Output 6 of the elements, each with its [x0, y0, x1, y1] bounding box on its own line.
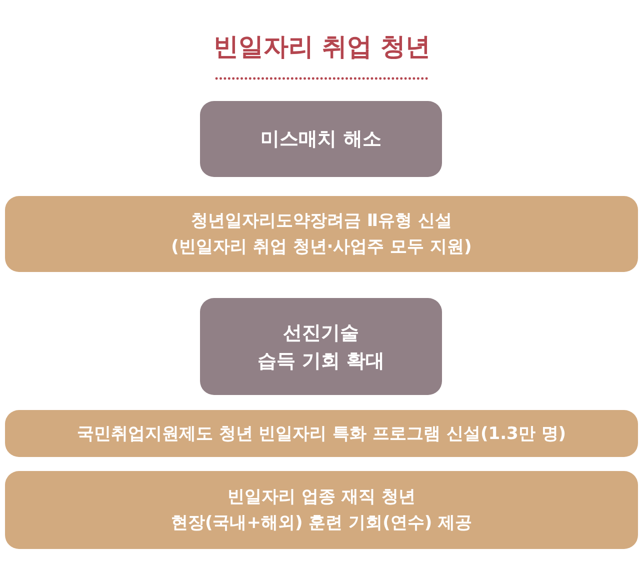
heading-box: 미스매치 해소 — [200, 101, 442, 177]
heading-box: 선진기술 습득 기회 확대 — [200, 298, 442, 395]
item-box: 청년일자리도약장려금 Ⅱ유형 신설 (빈일자리 취업 청년·사업주 모두 지원) — [5, 196, 638, 272]
item-box: 빈일자리 업종 재직 청년 현장(국내+해외) 훈련 기회(연수) 제공 — [5, 471, 638, 549]
title: 빈일자리 취업 청년 — [213, 31, 431, 63]
item-box: 국민취업지원제도 청년 빈일자리 특화 프로그램 신설(1.3만 명) — [5, 410, 638, 457]
